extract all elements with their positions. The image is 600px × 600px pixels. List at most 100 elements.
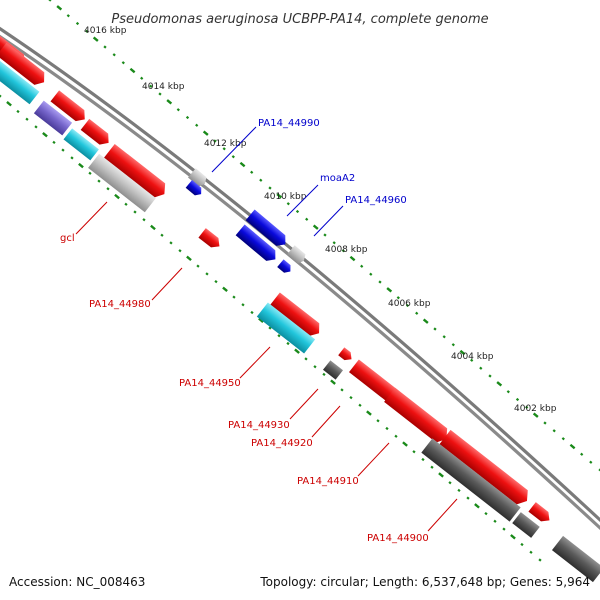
minor-tick-mark [470,358,474,362]
minor-tick-mark [457,488,461,493]
minor-tick-mark [538,558,542,562]
major-tick-mark [276,193,283,199]
minor-tick-mark [176,108,180,112]
major-tick-mark [150,224,156,231]
gene-label-PA14_44900[interactable]: PA14_44900 [367,533,429,544]
major-tick-mark [366,410,372,416]
minor-tick-mark [231,155,235,159]
minor-tick-mark [103,45,107,49]
tick-label-4016: 4016 kbp [84,26,127,36]
gene-moaA2[interactable] [245,209,290,249]
minor-tick-mark [140,76,144,80]
gene-label-gcl[interactable]: gcl [60,233,75,244]
gene-feature-gray[interactable] [287,245,308,265]
gene-PA14_44990[interactable] [185,180,205,198]
tick-label-4014: 4014 kbp [142,82,185,92]
minor-tick-mark [430,465,434,469]
gene-label-PA14_44990[interactable]: PA14_44990 [258,118,320,129]
gene-PA14_44900[interactable] [512,512,540,538]
gene-feature-red[interactable] [270,292,324,339]
minor-tick-mark [421,457,425,462]
minor-tick-mark [124,202,128,206]
major-tick-mark [42,131,48,138]
gene-feature-red[interactable] [80,118,113,149]
gene-feature-red[interactable] [338,347,354,363]
minus-strand-labels: gcl PA14_44980 PA14_44950 PA14_44930 PA1… [60,233,429,544]
minor-tick-mark [466,496,470,500]
gene-feature-cyan[interactable] [0,59,40,105]
minor-tick-mark [149,84,153,88]
minor-tick-mark [552,429,556,433]
minor-tick-mark [340,388,344,392]
gene-feature-blue[interactable] [277,259,293,275]
major-tick-mark [438,472,444,478]
gene-feature-red[interactable] [0,42,49,89]
gene-label-PA14_44950[interactable]: PA14_44950 [179,378,241,389]
minor-tick-mark [525,405,529,409]
minor-tick-mark [412,450,416,454]
minor-tick-mark [70,156,74,160]
gene-feature-red[interactable] [528,502,553,525]
minor-tick-mark [506,390,510,394]
minus-strand-features [0,30,600,583]
major-tick-mark [166,99,173,105]
minor-tick-mark [25,117,29,121]
minor-tick-mark [52,140,56,145]
minor-tick-mark [232,295,236,299]
minor-tick-mark [268,186,272,190]
gene-label-PA14_44920[interactable]: PA14_44920 [251,438,313,449]
gene-feature-dark-gray[interactable] [551,535,600,583]
gene-PA14_44980[interactable] [198,228,223,251]
minor-tick-mark [106,187,110,191]
minor-tick-mark [598,468,600,472]
minor-tick-mark [160,233,164,237]
minor-tick-mark [48,0,52,2]
gene-label-PA14_44930[interactable]: PA14_44930 [228,420,290,431]
gene-PA14_44920[interactable] [349,359,403,406]
label-leader-lines [75,126,458,532]
gene-gcl[interactable] [103,143,170,201]
gene-PA14_44930[interactable] [323,360,343,380]
minor-tick-mark [349,395,353,400]
major-tick-mark [569,443,576,450]
minor-tick-mark [561,437,565,441]
minor-tick-mark [405,303,410,308]
major-tick-mark [114,193,120,200]
gene-feature-purple[interactable] [33,100,73,136]
gene-label-PA14_44910[interactable]: PA14_44910 [297,476,359,487]
gene-PA14_44950[interactable] [256,302,316,354]
gene-feature-gray[interactable] [188,168,209,188]
minor-tick-mark [196,264,200,268]
tick-label-4012: 4012 kbp [204,139,247,149]
minor-tick-mark [341,249,345,253]
major-tick-mark [129,67,136,74]
gene-feature-dark-gray[interactable] [421,438,521,522]
gene-feature-cyan[interactable] [63,128,99,161]
gene-label-moaA2[interactable]: moaA2 [320,173,355,184]
major-tick-mark [532,412,539,418]
gene-PA14_44960[interactable] [235,224,280,264]
minor-tick-mark [205,272,209,276]
gene-feature-gray[interactable] [88,153,156,213]
gene-PA14_44910[interactable] [439,429,532,508]
major-tick-mark [258,317,264,323]
minor-tick-mark [589,460,593,464]
gene-label-PA14_44980[interactable]: PA14_44980 [89,299,151,310]
gene-label-PA14_44960[interactable]: PA14_44960 [345,195,407,206]
minor-tick-mark [286,341,290,346]
minor-tick-mark [34,125,38,129]
major-tick-mark [386,287,393,293]
major-tick-mark [6,101,12,107]
minor-tick-mark [213,139,217,143]
minor-tick-mark [295,209,300,214]
tick-marks [0,0,600,562]
gene-feature-red[interactable] [384,387,452,447]
tick-label-4010: 4010 kbp [264,192,307,202]
major-tick-mark [312,224,319,230]
minor-tick-mark [479,366,483,370]
gene-feature-red[interactable] [50,90,90,124]
minor-tick-mark [313,365,317,369]
minor-tick-mark [580,452,584,456]
minor-tick-mark [158,92,162,96]
